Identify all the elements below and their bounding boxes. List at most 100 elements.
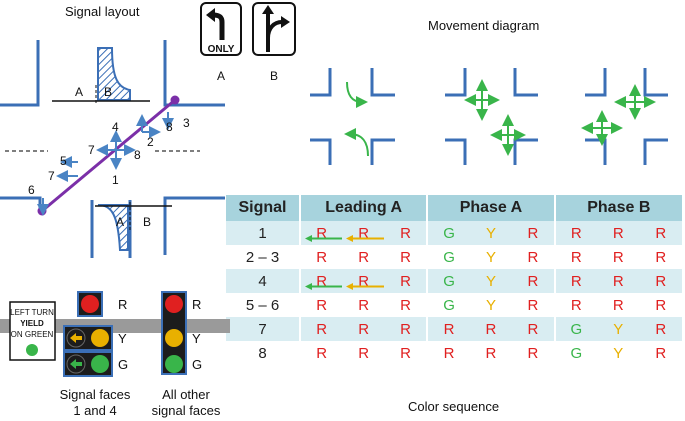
- color-cell: R: [469, 341, 513, 365]
- green-ball-icon: [165, 355, 183, 373]
- trajectory-end-dot: [170, 95, 180, 105]
- color-cell: R: [342, 317, 385, 341]
- color-cell: R: [553, 293, 598, 317]
- head-label-y-left: Y: [118, 331, 127, 346]
- red-ball-icon: [165, 295, 183, 313]
- color-letter: R: [400, 224, 412, 242]
- color-letter: R: [400, 344, 412, 362]
- signal-cell: 2 – 3: [226, 245, 300, 269]
- color-letter: G: [570, 344, 583, 362]
- movement-panel-phase-b: [585, 68, 668, 165]
- color-cell: R: [342, 341, 385, 365]
- color-letter: R: [527, 272, 539, 290]
- color-letter: R: [358, 296, 370, 314]
- lane-label-b-bottom: B: [143, 215, 151, 229]
- color-letter: R: [316, 224, 328, 242]
- signal-face-1-and-4: R Y G: [63, 291, 128, 377]
- color-letter: R: [527, 248, 539, 266]
- movement-number-6: 6: [28, 183, 35, 197]
- movement-panel-phase-a: [445, 68, 538, 165]
- sign-a-text: ONLY: [208, 44, 235, 55]
- header-phase-a: Phase A: [426, 195, 555, 221]
- yield-sign-line1: LEFT TURN: [10, 308, 54, 317]
- color-cell: R: [639, 221, 682, 245]
- color-letter: R: [655, 296, 667, 314]
- header-phase-b: Phase B: [553, 195, 682, 221]
- color-letter: R: [612, 224, 624, 242]
- color-cell: R: [384, 221, 428, 245]
- color-letter: R: [316, 272, 328, 290]
- lane-label-a-bottom: A: [116, 215, 124, 229]
- movement-number-1: 1: [112, 173, 119, 187]
- movement-arrows: [37, 112, 174, 216]
- color-letter: R: [358, 344, 370, 362]
- movement-number-2: 2: [147, 135, 154, 149]
- movement-number-8a: 8: [134, 148, 141, 162]
- color-letter: R: [443, 344, 455, 362]
- red-ball-icon: [81, 295, 99, 313]
- green-left-arrow-icon: [305, 235, 343, 242]
- movement-number-7b: 7: [48, 169, 55, 183]
- caption-right-line2: signal faces: [152, 403, 221, 418]
- color-letter: R: [316, 344, 328, 362]
- movement-number-4: 4: [112, 120, 119, 134]
- color-cell: R: [639, 293, 682, 317]
- movement-phase-b-arrows: [581, 84, 656, 146]
- color-letter: R: [655, 224, 667, 242]
- signal-cell: 4: [226, 269, 300, 293]
- color-cell: G: [426, 245, 470, 269]
- movement-diagram: [310, 68, 668, 165]
- color-cell: R: [512, 221, 555, 245]
- color-cell: Y: [469, 293, 513, 317]
- movement-diagram-title: Movement diagram: [428, 18, 540, 33]
- color-cell: R: [512, 341, 555, 365]
- color-cell: R: [298, 341, 343, 365]
- color-cell: R: [384, 245, 428, 269]
- movement-panel-leading-a: [310, 68, 395, 165]
- movement-leading-a-1: [346, 81, 368, 108]
- color-cell: R: [597, 269, 640, 293]
- color-cell: Y: [469, 221, 513, 245]
- signal-layout-title: Signal layout: [65, 4, 140, 19]
- sign-a: ONLY: [200, 2, 242, 56]
- green-ball-icon: [91, 355, 109, 373]
- color-sequence-title: Color sequence: [408, 399, 500, 414]
- color-letter: G: [443, 296, 455, 314]
- color-cell: R: [597, 221, 640, 245]
- signal-layout-diagram: A B A B 4 1 7 8 2 8 3 5: [0, 40, 225, 258]
- movement-number-5: 5: [60, 154, 67, 168]
- color-letter: Y: [485, 272, 496, 290]
- left-turn-yield-sign: LEFT TURN YIELD ON GREEN: [9, 301, 56, 361]
- table-header-row: Signal Leading A Phase A Phase B: [226, 195, 682, 221]
- color-cell: R: [298, 293, 343, 317]
- color-letter: R: [400, 320, 412, 338]
- movement-number-8b: 8: [166, 120, 173, 134]
- movement-leading-a-2: [344, 128, 369, 157]
- color-letter: R: [570, 224, 582, 242]
- sign-b: [252, 2, 296, 56]
- caption-left-line2: 1 and 4: [73, 403, 116, 418]
- color-letter: G: [443, 224, 455, 242]
- up-arrow-icon: [262, 5, 274, 14]
- color-cell: Y: [469, 269, 513, 293]
- movement-phase-a-arrows: [464, 79, 526, 156]
- color-letter: Y: [613, 320, 624, 338]
- movement-number-7a: 7: [88, 143, 95, 157]
- yellow-ball-icon: [91, 329, 109, 347]
- color-cell: R: [639, 341, 682, 365]
- lane-label-a-top: A: [75, 85, 83, 99]
- color-cell: R: [342, 293, 385, 317]
- color-cell: G: [426, 293, 470, 317]
- color-cell: R: [426, 317, 470, 341]
- color-cell: R: [384, 293, 428, 317]
- color-cell: R: [553, 269, 598, 293]
- color-letter: R: [570, 248, 582, 266]
- header-signal: Signal: [226, 195, 300, 221]
- color-letter: R: [655, 344, 667, 362]
- head-label-g-right: G: [192, 357, 202, 372]
- color-letter: R: [358, 224, 370, 242]
